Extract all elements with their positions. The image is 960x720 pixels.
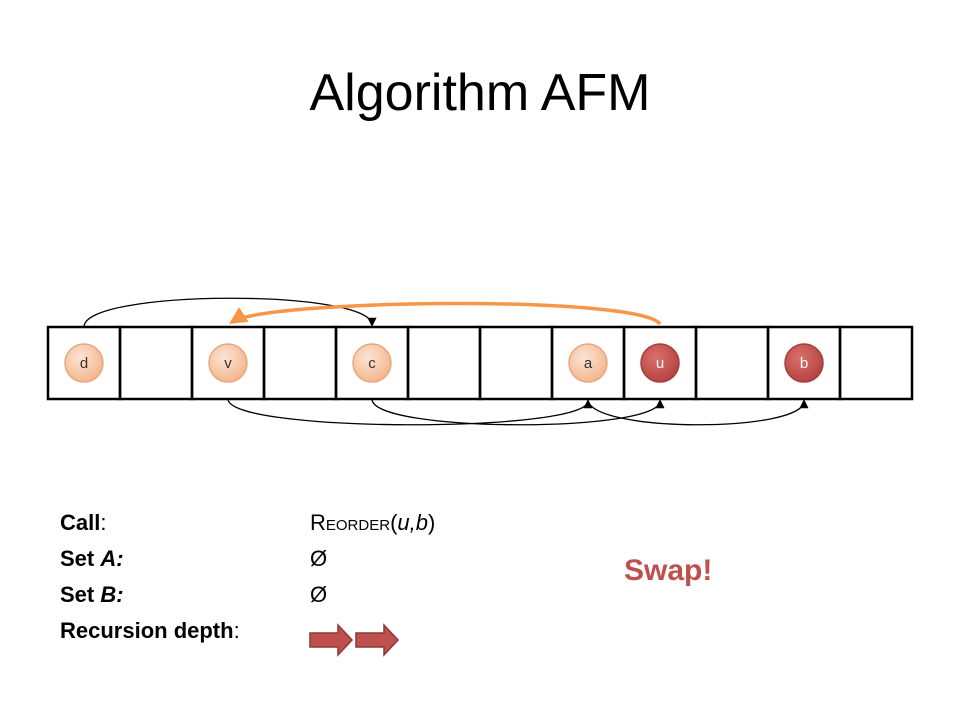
node-label: u (656, 355, 664, 372)
page-title: Algorithm AFM (309, 64, 651, 122)
node-b: b (784, 343, 824, 383)
depth-row: Recursion depth: (60, 613, 240, 649)
node-d: d (64, 343, 104, 383)
array-cell (694, 325, 770, 401)
call-function-name: Reorder (310, 510, 391, 535)
edge-below (587, 398, 809, 426)
array-cell (838, 325, 914, 401)
set-b-value: Ø (310, 582, 328, 607)
node-label: v (224, 355, 232, 372)
depth-arrow (355, 623, 400, 657)
node-label: c (368, 355, 376, 372)
set-b-label: Set B: (60, 582, 124, 607)
call-arguments: u,b (397, 510, 428, 535)
node-label: a (584, 355, 593, 372)
depth-label: Recursion depth (60, 618, 234, 643)
edge-below (227, 398, 593, 426)
call-colon: : (100, 510, 107, 535)
edge-above (83, 297, 377, 328)
node-u: u (640, 343, 680, 383)
call-label: Call (60, 510, 101, 535)
node-label: b (800, 355, 808, 372)
set-a-value: Ø (310, 546, 328, 571)
info-labels: Call: Set A: Set B: Recursion depth: (60, 505, 240, 649)
array-cell (118, 325, 194, 401)
set-a-row: Set A: (60, 541, 240, 577)
call-row: Call: (60, 505, 240, 541)
node-c: c (352, 343, 392, 383)
recursion-depth-indicator (309, 623, 400, 657)
depth-arrow (309, 623, 354, 657)
array-cell (406, 325, 482, 401)
array-cell (478, 325, 554, 401)
node-v: v (208, 343, 248, 383)
depth-colon: : (233, 618, 240, 643)
set-a-label: Set A: (60, 546, 124, 571)
node-label: d (80, 355, 88, 372)
set-b-row: Set B: (60, 577, 240, 613)
node-a: a (568, 343, 608, 383)
edge-below (371, 398, 665, 426)
array-cell (262, 325, 338, 401)
highlight-edge (229, 301, 662, 326)
call-value: Reorder(u,b) (310, 510, 436, 535)
swap-label: Swap! (624, 554, 713, 587)
info-values: Reorder(u,b) Ø Ø (310, 505, 435, 613)
